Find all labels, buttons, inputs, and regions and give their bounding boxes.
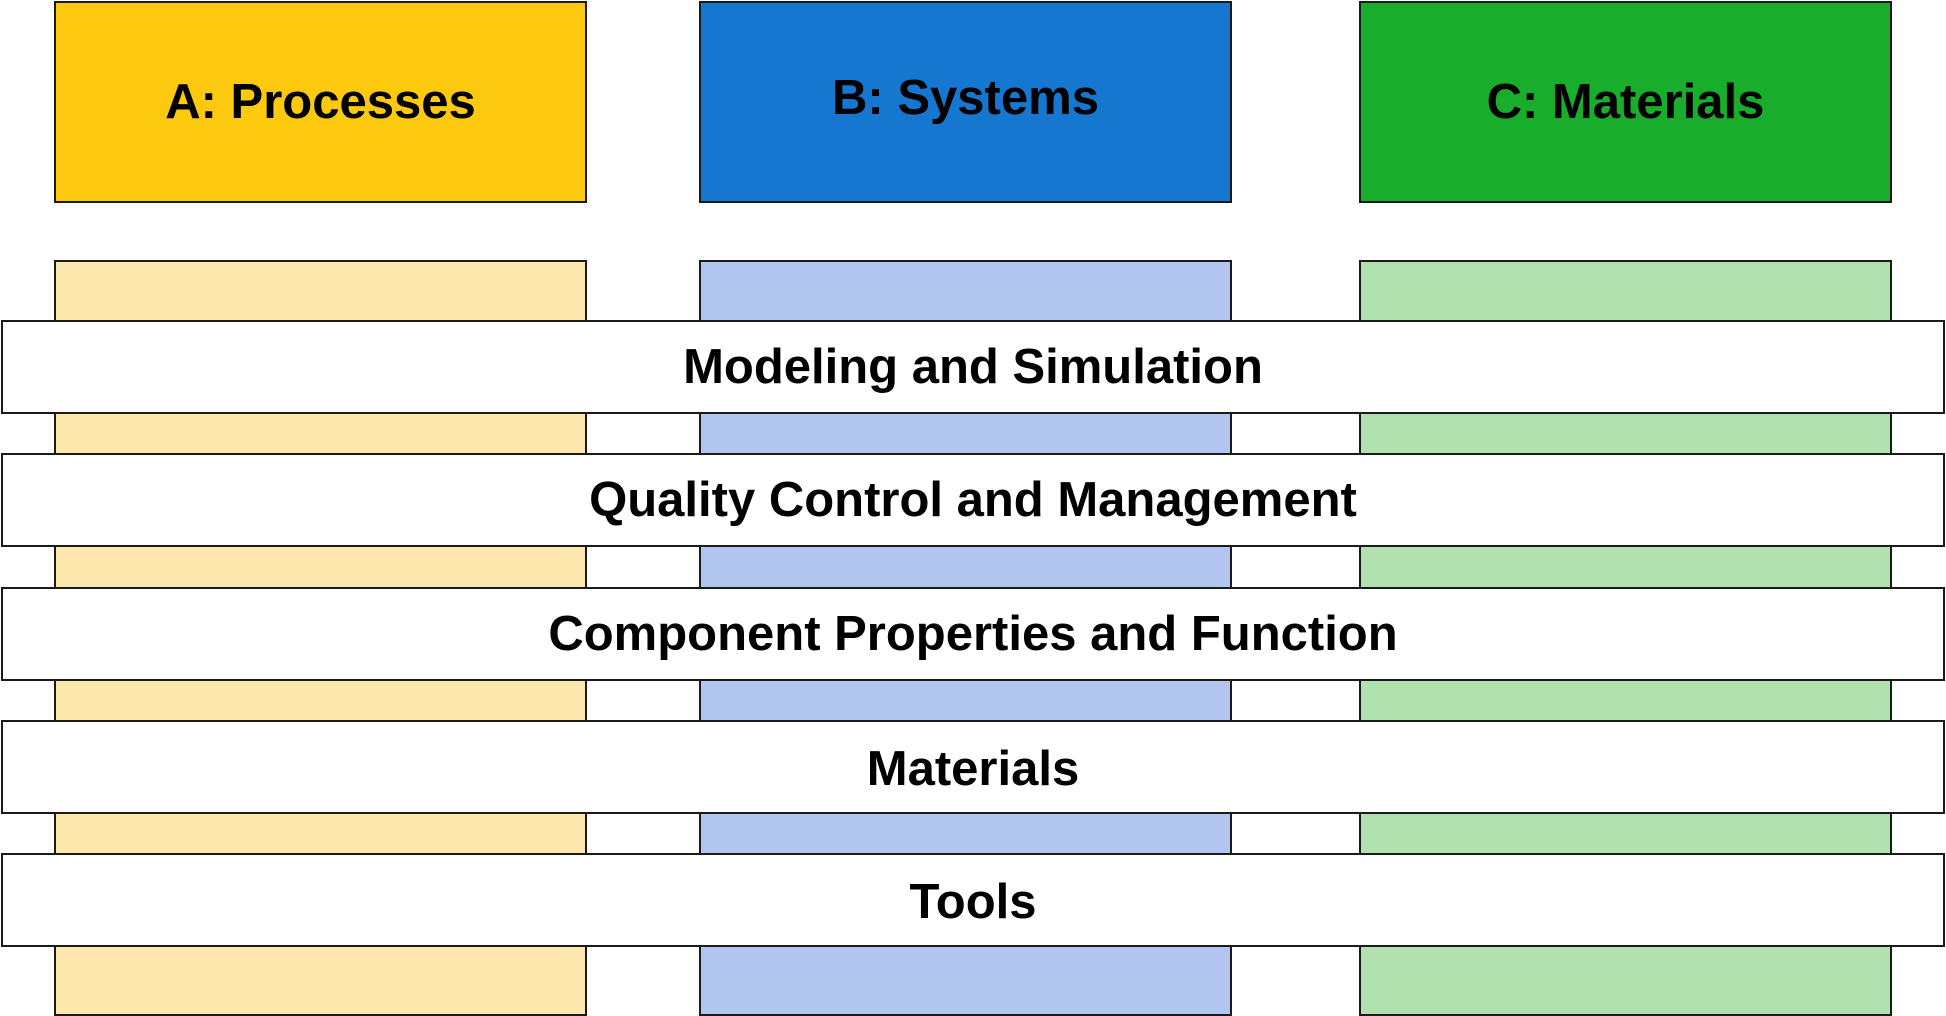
band-label: Component Properties and Function [548,607,1398,661]
band-component-properties: Component Properties and Function [1,587,1945,681]
band-label: Quality Control and Management [589,473,1357,527]
systems-header-label: B: Systems [832,71,1099,125]
band-tools: Tools [1,853,1945,947]
band-label: Tools [909,875,1037,929]
processes-header-label: A: Processes [165,75,476,129]
processes-header: A: Processes [54,1,587,203]
materials-header: C: Materials [1359,1,1892,203]
systems-header: B: Systems [699,1,1232,203]
band-quality-control: Quality Control and Management [1,453,1945,547]
band-modeling-simulation: Modeling and Simulation [1,320,1945,414]
band-materials: Materials [1,720,1945,814]
band-label: Materials [866,742,1080,796]
band-label: Modeling and Simulation [683,340,1263,394]
materials-header-label: C: Materials [1486,75,1765,129]
